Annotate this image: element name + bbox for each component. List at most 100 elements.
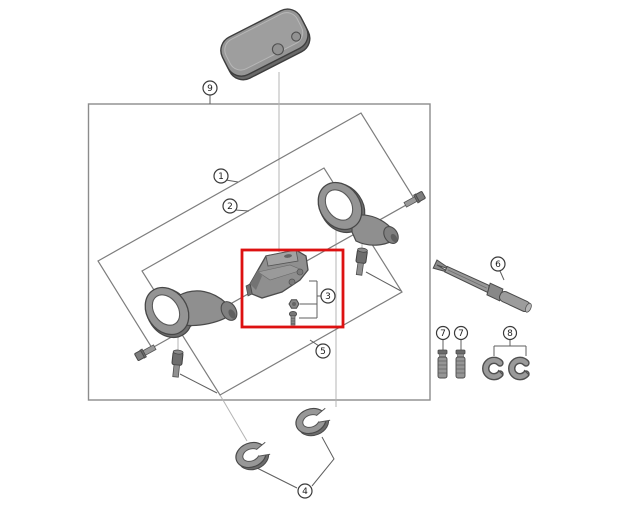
mount-left-wing — [250, 270, 262, 290]
callout-2-circle — [222, 198, 238, 214]
screw-shaft — [290, 315, 296, 326]
plug-ribs — [438, 360, 447, 374]
device-cover-top-face — [224, 12, 304, 71]
spacer-ring-left — [235, 441, 273, 471]
mount-back-wall — [265, 249, 299, 267]
callout-8-circle — [502, 325, 518, 341]
callouts: 9 1 2 3 4 5 6 7 — [202, 80, 518, 499]
callout-4-bracket — [256, 436, 335, 489]
plug-ribs — [456, 360, 465, 374]
callout-6: 6 — [490, 256, 506, 272]
clip-hook — [523, 369, 530, 376]
ring-gap-edges — [316, 407, 331, 423]
left-longbolt-tie-line — [179, 373, 218, 394]
junction-mount — [245, 249, 309, 299]
callout-1: 1 — [213, 168, 229, 184]
mount-boss-1 — [296, 268, 304, 276]
callout-8-bracket — [493, 340, 527, 356]
device-boss-2 — [291, 31, 302, 42]
callout-2-label: 2 — [227, 202, 233, 212]
callout-leaders — [209, 95, 527, 489]
callout-1-leader — [225, 179, 239, 183]
ring-gap — [316, 407, 333, 423]
callout-4-circle — [297, 483, 313, 499]
mount-screw — [288, 310, 298, 326]
callout-3-bracket — [299, 280, 321, 319]
nut-hole — [292, 302, 296, 306]
callout-9: 9 — [202, 80, 218, 96]
callout-7a-circle — [435, 325, 451, 341]
clamp-left-barrel-end — [228, 309, 236, 319]
callout-6-label: 6 — [495, 260, 501, 270]
callout-6-circle — [490, 256, 506, 272]
callout-5-leader — [309, 339, 320, 347]
dummy-plug-1 — [437, 349, 448, 379]
callout-7a-label: 7 — [440, 329, 446, 339]
callout-7b-circle — [453, 325, 469, 341]
plug-tool — [432, 259, 532, 313]
mount-front-lip — [245, 283, 253, 297]
callout-5-circle — [315, 343, 331, 359]
screw-threads — [291, 318, 295, 324]
device-cover — [220, 8, 311, 81]
cable-clip-1 — [482, 356, 504, 381]
clamp-right-ring-hole — [324, 189, 354, 221]
clip-hook — [497, 369, 504, 376]
cable-clip-2 — [508, 356, 530, 381]
clip-body — [509, 358, 529, 379]
bolt-head-top — [172, 349, 184, 355]
dummy-plug-2 — [455, 349, 466, 379]
spacer-ring-right — [295, 407, 333, 437]
bolt-shaft — [172, 364, 181, 378]
clamp-bolt-small-left — [134, 344, 157, 361]
plug-neck — [439, 353, 446, 358]
tool-handle-end — [524, 302, 532, 313]
bolt-shaft — [355, 262, 364, 276]
callout-4: 4 — [297, 483, 313, 499]
mount-slot — [284, 254, 292, 258]
callout-2-leader — [234, 209, 250, 212]
callout-3-label: 3 — [325, 292, 331, 302]
highlight-box — [240, 248, 345, 329]
callout-7b: 7 — [453, 325, 469, 341]
callout-5: 5 — [315, 343, 331, 359]
clamp-band-left — [144, 286, 238, 339]
ring-gap — [256, 441, 273, 457]
callout-1-circle — [213, 168, 229, 184]
group-outline-inner — [141, 167, 403, 396]
device-boss-1 — [271, 43, 284, 56]
callout-7a: 7 — [435, 325, 451, 341]
mount-boss-2 — [288, 278, 296, 286]
diagram-frame-box — [87, 103, 431, 401]
callout-5-label: 5 — [320, 347, 326, 357]
callout-4-label: 4 — [302, 487, 308, 497]
clamp-bolt-small-right — [403, 191, 426, 208]
callout-3: 3 — [320, 288, 336, 304]
callout-8-label: 8 — [507, 329, 513, 339]
callout-3-circle — [320, 288, 336, 304]
plug-body — [455, 356, 466, 379]
bolt-head-top — [357, 247, 368, 253]
callout-9-circle — [202, 80, 218, 96]
callout-7b-label: 7 — [458, 329, 464, 339]
bolt-head — [415, 191, 426, 202]
plug-cap — [437, 349, 448, 355]
clamp-bolt-long-left — [171, 349, 184, 378]
plug-cap — [455, 349, 466, 355]
plug-neck — [457, 353, 464, 358]
callout-2: 2 — [222, 198, 238, 214]
mount-nut — [288, 299, 300, 309]
clamp-left-ring-hole — [151, 294, 181, 326]
clamp-bolt-long-right — [355, 247, 368, 276]
bolt-head — [134, 350, 145, 361]
tool-collar — [486, 282, 504, 302]
right-longbolt-tie-line — [365, 271, 402, 292]
callout-8: 8 — [502, 325, 518, 341]
left-ring-leader-line — [219, 394, 248, 442]
callout-6-leader — [499, 270, 505, 281]
callout-1-label: 1 — [218, 172, 224, 182]
plug-body — [437, 356, 448, 379]
ring-gap-edges — [256, 441, 271, 457]
